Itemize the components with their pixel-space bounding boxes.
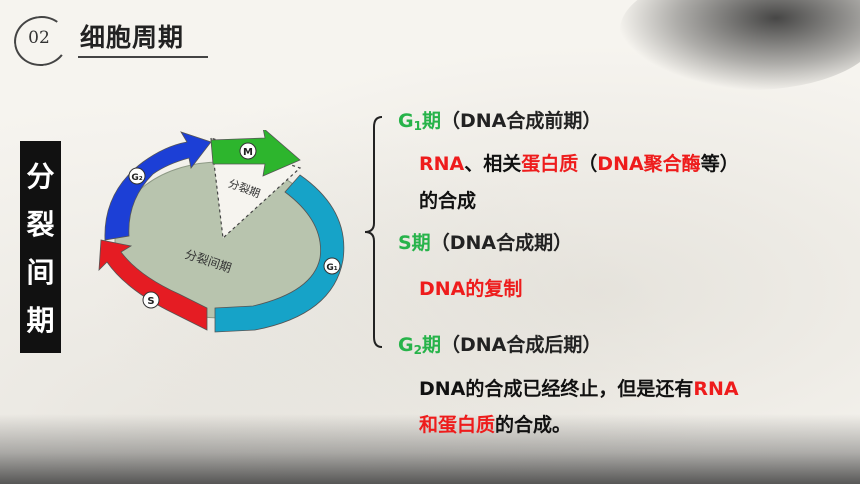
g1-description-line2: 的合成: [419, 190, 477, 212]
g1-title-paren: （DNA合成前期）: [440, 110, 602, 132]
g1-desc-protein: 蛋白质: [521, 153, 579, 175]
g1-arrow: [214, 174, 345, 333]
brace-bracket: [364, 116, 383, 348]
g2-description-line1: DNA的合成已经终止，但是还有RNA: [419, 374, 739, 405]
s-title-letter: S期: [398, 232, 431, 254]
g2-desc-synthesis: 的合成。: [495, 414, 572, 436]
s-phase-title: S期（DNA合成期）: [398, 228, 572, 255]
section-number: 02: [28, 28, 50, 48]
title-underline: [78, 56, 208, 58]
g1-desc-related: 、相关: [464, 153, 522, 175]
g2-desc-protein: 和蛋白质: [419, 414, 496, 436]
g2-title-sub: 2: [413, 343, 422, 357]
g1-desc-dna-polymerase: DNA聚合酶: [597, 153, 701, 175]
g1-title-sub: 1: [413, 119, 422, 133]
g2-title-qi: 期: [421, 334, 441, 356]
g1-title-letter: G: [398, 110, 414, 132]
s-label: S: [147, 296, 154, 307]
g2-title-letter: G: [398, 334, 414, 356]
m-label: M: [243, 147, 253, 158]
g2-desc-terminated: DNA的合成已经终止，但是还有: [419, 378, 694, 400]
g1-desc-etc: 等）: [700, 153, 739, 175]
side-char-1: 分: [26, 160, 55, 193]
cell-cycle-diagram: M G₁ S G₂ 分裂期 分裂间期: [98, 130, 345, 333]
g1-title-qi: 期: [421, 110, 441, 132]
g1-description-line1: RNA、相关蛋白质（DNA聚合酶等）: [419, 149, 739, 180]
g2-desc-rna: RNA: [693, 378, 739, 400]
interphase-vertical-label: 分 裂 间 期: [20, 141, 61, 353]
g2-title-paren: （DNA合成后期）: [440, 334, 602, 356]
g1-desc-rna: RNA: [419, 153, 465, 175]
g2-label: G₂: [131, 173, 142, 183]
s-description: DNA的复制: [419, 278, 523, 300]
side-char-4: 期: [26, 304, 55, 337]
g1-desc-paren-open: （: [578, 153, 598, 175]
page-title: 细胞周期: [80, 23, 185, 52]
m-label-circle: [239, 142, 257, 160]
ink-wash-bottom: [0, 414, 860, 484]
side-char-2: 裂: [26, 208, 55, 241]
g2-description-line2: 和蛋白质的合成。: [419, 410, 571, 441]
g1-phase-title: G1期（DNA合成前期）: [398, 106, 601, 133]
s-title-paren: （DNA合成期）: [430, 232, 573, 254]
side-char-3: 间: [26, 256, 55, 289]
g1-label-circle: [323, 257, 341, 275]
g2-phase-title: G2期（DNA合成后期）: [398, 330, 601, 357]
s-arrow: [98, 239, 208, 331]
g2-label-circle: [128, 167, 146, 185]
g1-label: G₁: [326, 263, 337, 273]
s-label-circle: [142, 291, 160, 309]
